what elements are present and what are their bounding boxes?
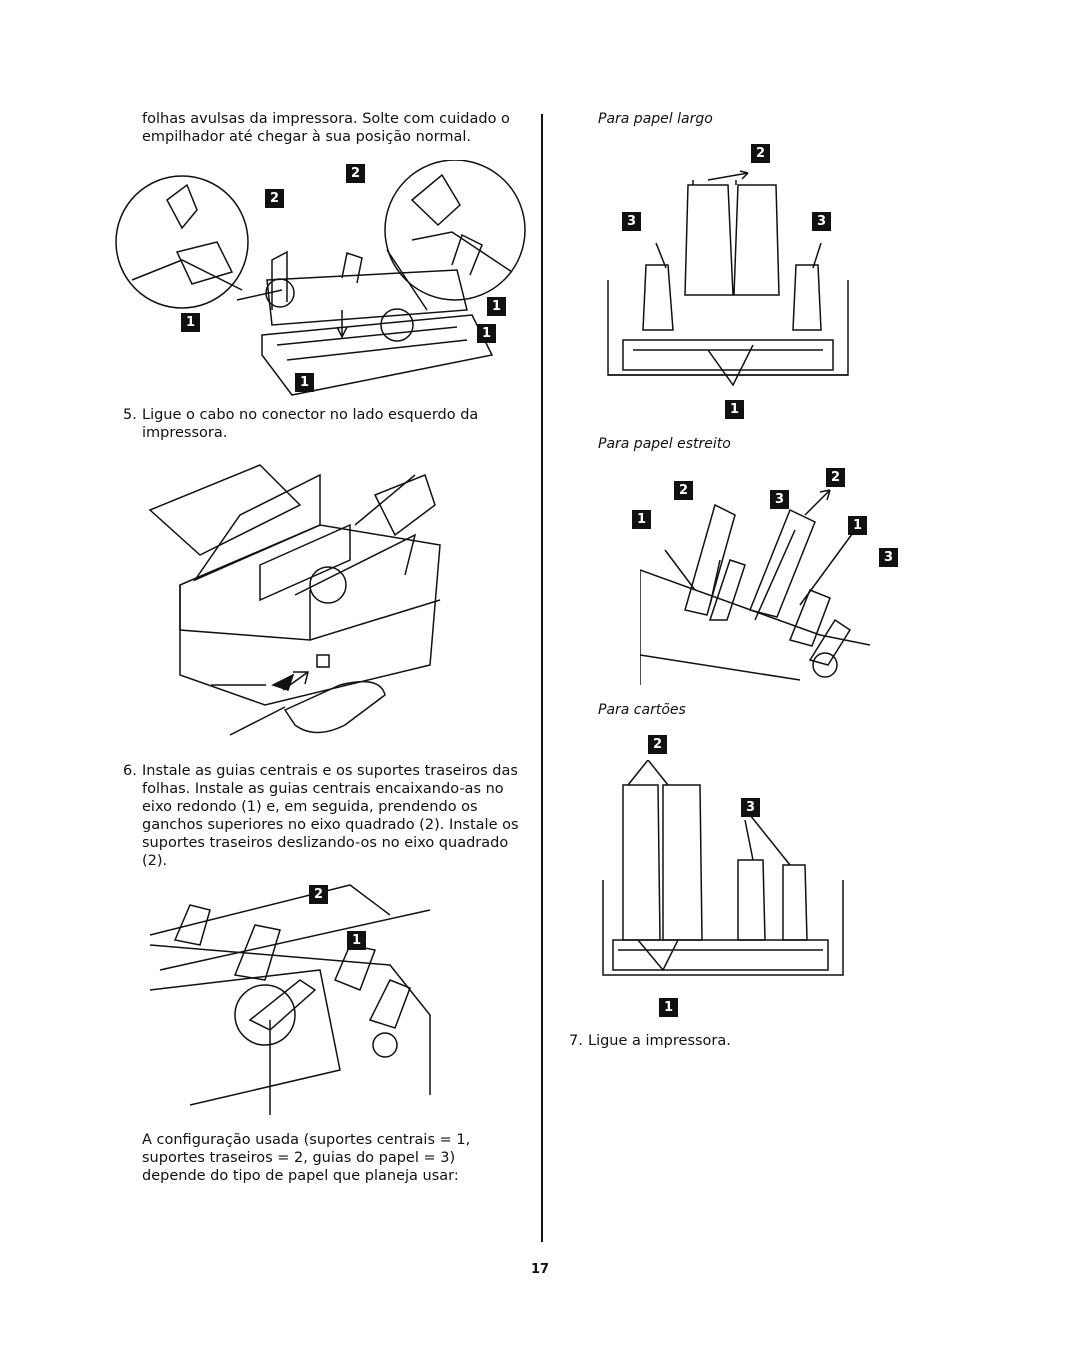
step-6-number: 6.	[123, 763, 137, 779]
step-5: 5. Ligue o cabo no conector no lado esqu…	[123, 406, 512, 442]
callout-2-fig-a: 2	[346, 164, 365, 183]
callout-3-cards: 3	[741, 798, 760, 817]
callout-2-narrow-left: 2	[674, 481, 693, 500]
caption-wide-paper: Para papel largo	[598, 111, 713, 127]
callout-1-fig-a-bottom: 1	[295, 373, 314, 392]
callout-1-fig-c: 1	[347, 931, 366, 950]
callout-2-fig-a-left: 2	[265, 189, 284, 208]
step-7-text: Ligue a impressora.	[588, 1033, 731, 1049]
callout-2-narrow-right: 2	[826, 468, 845, 487]
callout-1-fig-a-right-top: 1	[487, 297, 506, 316]
column-divider	[541, 114, 543, 1242]
callout-3-wide-right: 3	[812, 212, 831, 231]
page-number: 17	[530, 1262, 550, 1277]
callout-3-wide-left: 3	[622, 212, 641, 231]
caption-cards: Para cartões	[598, 702, 686, 718]
callout-1-narrow-right: 1	[848, 516, 867, 535]
callout-2-wide: 2	[751, 144, 770, 163]
callout-2-fig-c: 2	[309, 885, 328, 904]
config-paragraph: A configuração usada (suportes centrais …	[142, 1132, 471, 1184]
narrow-paper-illustration	[640, 470, 870, 685]
step-6-text: Instale as guias centrais e os suportes …	[142, 763, 519, 869]
cards-illustration	[598, 760, 848, 1000]
step-5-text: Ligue o cabo no conector no lado esquerd…	[142, 407, 479, 441]
center-guides-illustration	[140, 880, 440, 1115]
callout-3-narrow-top: 3	[770, 490, 789, 509]
callout-1-cards: 1	[659, 998, 678, 1017]
wide-paper-illustration	[598, 140, 858, 420]
callout-1-fig-a-right: 1	[477, 324, 496, 343]
callout-1-fig-a-left: 1	[181, 313, 200, 332]
intro-paragraph: folhas avulsas da impressora. Solte com …	[142, 111, 510, 145]
step-5-number: 5.	[123, 407, 137, 423]
step-7: 7. Ligue a impressora.	[569, 1032, 888, 1050]
step-6: 6. Instale as guias centrais e os suport…	[123, 762, 520, 870]
callout-2-cards: 2	[648, 735, 667, 754]
step-7-number: 7.	[569, 1033, 583, 1049]
stacker-illustration	[112, 160, 532, 400]
callout-3-narrow-right: 3	[879, 548, 898, 567]
printer-cable-illustration	[145, 455, 445, 755]
caption-narrow-paper: Para papel estreito	[598, 436, 731, 452]
callout-1-wide: 1	[725, 400, 744, 419]
callout-1-narrow-left: 1	[632, 510, 651, 529]
